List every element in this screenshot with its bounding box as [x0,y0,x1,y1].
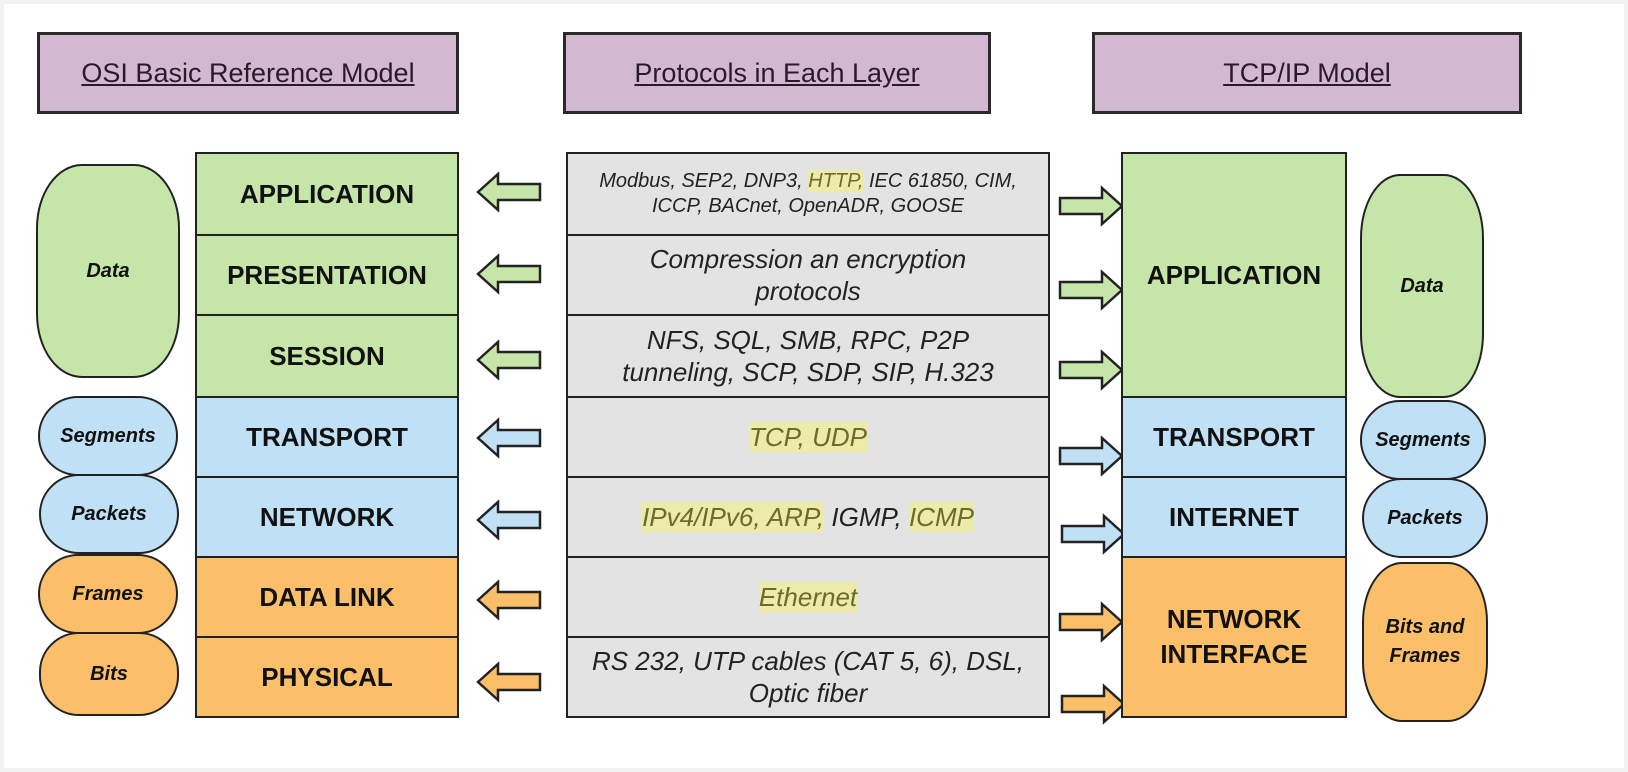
protocol-list-text: Compression an encryption protocols [628,243,988,308]
arrow-right-icon [1058,435,1124,477]
highlighted-protocol: HTTP, [808,170,864,192]
arrow-left-icon [476,171,542,213]
tcpip-layer-internet: INTERNET [1121,476,1347,558]
protocols-presentation: Compression an encryption protocols [566,234,1050,316]
osi-pdu-data: Data [36,164,180,378]
osi-layer-presentation: PRESENTATION [195,234,459,316]
tcpip-pdu-bits-and-frames: Bits and Frames [1362,562,1488,722]
tcpip-model-header: TCP/IP Model [1092,32,1522,114]
osi-layer-application: APPLICATION [195,152,459,236]
arrow-right-icon [1058,349,1124,391]
arrow-right-icon [1060,683,1126,725]
protocol-list-text: Ethernet [758,581,858,614]
highlighted-protocol: TCP, UDP [749,421,867,452]
protocols-network: IPv4/IPv6, ARP, IGMP, ICMP [566,476,1050,558]
osi-layer-session: SESSION [195,314,459,398]
highlighted-protocol: ICMP [908,501,974,532]
arrow-right-icon [1058,269,1124,311]
protocol-text: NFS, SQL, SMB, RPC, P2P tunneling, SCP, … [622,324,994,388]
arrow-right-icon [1060,513,1126,555]
osi-pdu-packets: Packets [39,474,179,554]
tcpip-layer-application: APPLICATION [1121,152,1347,398]
highlighted-protocol: IPv4/IPv6, ARP, [642,501,825,532]
tcpip-pdu-segments: Segments [1360,400,1486,480]
arrow-right-icon [1058,601,1124,643]
protocols-physical: RS 232, UTP cables (CAT 5, 6), DSL, Opti… [566,636,1050,718]
protocol-list-text: Modbus, SEP2, DNP3, HTTP, IEC 61850, CIM… [574,169,1042,219]
arrow-left-icon [476,579,542,621]
arrow-left-icon [476,253,542,295]
protocol-list-text: TCP, UDP [749,421,867,454]
highlighted-protocol: Ethernet [758,581,858,612]
protocol-text: IGMP, [824,501,909,532]
protocols-data-link: Ethernet [566,556,1050,638]
osi-layer-network: NETWORK [195,476,459,558]
protocol-list-text: IPv4/IPv6, ARP, IGMP, ICMP [642,501,974,534]
osi-layer-physical: PHYSICAL [195,636,459,718]
arrow-left-icon [476,417,542,459]
protocol-text: RS 232, UTP cables (CAT 5, 6), DSL, Opti… [591,645,1025,709]
protocols-session: NFS, SQL, SMB, RPC, P2P tunneling, SCP, … [566,314,1050,398]
tcpip-pdu-data: Data [1360,174,1484,398]
arrow-right-icon [1058,185,1124,227]
protocol-list-text: RS 232, UTP cables (CAT 5, 6), DSL, Opti… [578,645,1038,710]
osi-pdu-frames: Frames [38,554,178,634]
arrow-left-icon [476,499,542,541]
tcpip-pdu-packets: Packets [1362,478,1488,558]
protocol-list-text: NFS, SQL, SMB, RPC, P2P tunneling, SCP, … [588,324,1028,389]
protocols-header: Protocols in Each Layer [563,32,991,114]
tcpip-layer-transport: TRANSPORT [1121,396,1347,478]
protocol-text: Compression an encryption protocols [649,243,967,307]
protocols-application: Modbus, SEP2, DNP3, HTTP, IEC 61850, CIM… [566,152,1050,236]
protocol-text: IEC 61850, CIM, ICCP, BACnet, OpenADR, G… [652,170,1017,217]
arrow-left-icon [476,661,542,703]
arrow-left-icon [476,339,542,381]
osi-tcpip-diagram: OSI Basic Reference Model Protocols in E… [4,4,1624,768]
tcpip-layer-network-interface: NETWORK INTERFACE [1121,556,1347,718]
osi-model-header: OSI Basic Reference Model [37,32,459,114]
osi-layer-data-link: DATA LINK [195,556,459,638]
osi-pdu-segments: Segments [38,396,178,476]
protocols-transport: TCP, UDP [566,396,1050,478]
protocol-text: Modbus, SEP2, DNP3, [599,170,809,192]
osi-pdu-bits: Bits [39,632,179,716]
osi-layer-transport: TRANSPORT [195,396,459,478]
